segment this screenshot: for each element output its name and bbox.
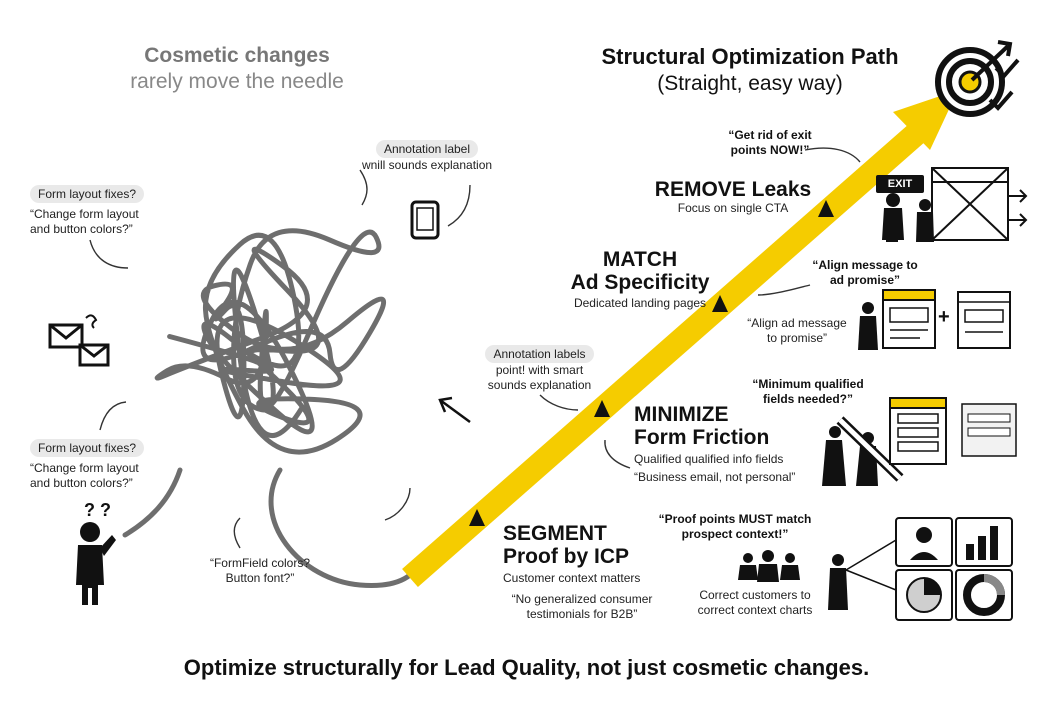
step-marker-segment <box>469 509 485 526</box>
minimize-quote-b-2: fields needed?” <box>762 392 854 406</box>
connector-arrows <box>89 147 861 549</box>
form-fix-2-label: Form layout fixes? <box>30 439 145 457</box>
step-marker-minimize <box>594 400 610 417</box>
match-title-1: MATCH <box>602 248 678 271</box>
minimize-quote: “Business email, not personal” <box>634 470 796 484</box>
form-friction-icon <box>822 397 1017 486</box>
segment-title-2: Proof by ICP <box>503 545 630 568</box>
segment-caption: Correct customers to correct context cha… <box>680 588 830 618</box>
match-quote-1: “Align ad message <box>747 316 847 330</box>
tangled-scribble <box>154 228 387 455</box>
annotation-mid: Annotation labels point! with smart soun… <box>472 345 607 393</box>
left-title-block: Cosmetic changes rarely move the needle <box>82 44 392 94</box>
form-fix-2-quote-2: and button colors?” <box>30 476 133 490</box>
minimize-title-1: MINIMIZE <box>634 403 729 426</box>
minimize-subtitle: Qualified qualified info fields <box>634 452 784 466</box>
scribble-loops <box>154 228 387 455</box>
segment-quote-2: testimonials for B2B” <box>526 607 638 621</box>
form-fix-2-quote-1: “Change form layout <box>30 461 139 475</box>
match-quote-b-1: “Align message to <box>812 258 918 272</box>
cursor-icon <box>438 396 471 424</box>
exit-sign-label: EXIT <box>887 178 913 190</box>
step-marker-remove <box>818 200 834 217</box>
match-plus: + <box>938 306 950 328</box>
right-subtitle: (Straight, easy way) <box>657 72 843 95</box>
segment-step: SEGMENT Proof by ICP Customer context ma… <box>503 522 683 585</box>
left-subtitle: rarely move the needle <box>130 70 344 93</box>
segment-subtitle: Customer context matters <box>503 571 641 585</box>
match-quote-2: to promise” <box>766 331 828 345</box>
form-fix-1-quote-1: “Change form layout <box>30 207 139 221</box>
remove-subtitle: Focus on single CTA <box>677 201 789 215</box>
confused-person-icon <box>76 522 116 605</box>
minimize-quote-b-1: “Minimum qualified <box>752 377 864 391</box>
match-subtitle: Dedicated landing pages <box>573 296 707 310</box>
annotation-top-label: Annotation label <box>375 140 479 158</box>
phone-icon <box>410 200 440 240</box>
segment-caption-2: correct context charts <box>697 603 813 617</box>
match-title-2: Ad Specificity <box>570 271 710 294</box>
annotation-mid-line-1: point! with smart <box>495 363 584 377</box>
segment-quote-b-1: “Proof points MUST match <box>658 512 812 526</box>
minimize-title-2: Form Friction <box>634 426 770 449</box>
segment-caption-1: Correct customers to <box>699 588 811 602</box>
match-step: MATCH Ad Specificity Dedicated landing p… <box>535 248 745 310</box>
annotation-mid-label: Annotation labels <box>485 345 594 363</box>
question-marks: ? ? <box>84 500 111 520</box>
form-fix-note-2: Form layout fixes? “Change form layout a… <box>30 439 190 491</box>
formfield-quote-2: Button font?” <box>225 571 295 585</box>
remove-title: REMOVE Leaks <box>654 178 812 201</box>
remove-quote-1: “Get rid of exit <box>728 128 812 142</box>
segment-quote: “No generalized consumer testimonials fo… <box>492 592 672 622</box>
envelope-icon <box>48 314 110 367</box>
customer-charts-icon <box>738 517 1013 621</box>
match-quote: “Align ad message to promise” <box>736 316 858 346</box>
match-quote-bold: “Align message to ad promise” <box>800 258 930 288</box>
formfield-quote-1: “FormField colors? <box>209 556 311 570</box>
right-title-block: Structural Optimization Path (Straight, … <box>560 44 940 96</box>
scribble-tail-left <box>122 467 183 538</box>
minimize-quote-bold: “Minimum qualified fields needed?” <box>738 377 878 407</box>
crossed-page-icon <box>931 167 1028 241</box>
footer-tagline: Optimize structurally for Lead Quality, … <box>183 655 870 680</box>
target-icon <box>935 40 1020 117</box>
landing-page-panels-icon <box>858 289 1011 350</box>
remove-quote-2: points NOW!” <box>730 143 810 157</box>
form-fix-1-quote-2: and button colors?” <box>30 222 133 236</box>
remove-step: REMOVE Leaks Focus on single CTA <box>638 178 828 215</box>
exit-people-icon <box>876 175 934 242</box>
optimization-arrow <box>402 90 958 588</box>
left-title: Cosmetic changes <box>144 44 330 67</box>
minimize-step: MINIMIZE Form Friction Qualified qualifi… <box>634 403 834 485</box>
segment-quote-bold: “Proof points MUST match prospect contex… <box>635 512 835 542</box>
segment-quote-b-2: prospect context!” <box>681 527 789 541</box>
formfield-note: “FormField colors? Button font?” <box>195 556 325 586</box>
match-quote-b-2: ad promise” <box>829 273 901 287</box>
segment-title-1: SEGMENT <box>503 522 607 545</box>
form-fix-note-1: Form layout fixes? “Change form layout a… <box>30 185 190 237</box>
annotation-top-text: wnill sounds explanation <box>361 158 493 172</box>
segment-quote-1: “No generalized consumer <box>511 592 653 606</box>
remove-quote: “Get rid of exit points NOW!” <box>700 128 840 158</box>
form-fix-1-label: Form layout fixes? <box>30 185 145 203</box>
scribble-tail <box>268 467 413 588</box>
right-title: Structural Optimization Path <box>601 44 899 69</box>
step-marker-match <box>712 295 728 312</box>
annotation-mid-line-2: sounds explanation <box>487 378 592 392</box>
annotation-top: Annotation label wnill sounds explanatio… <box>352 140 502 173</box>
